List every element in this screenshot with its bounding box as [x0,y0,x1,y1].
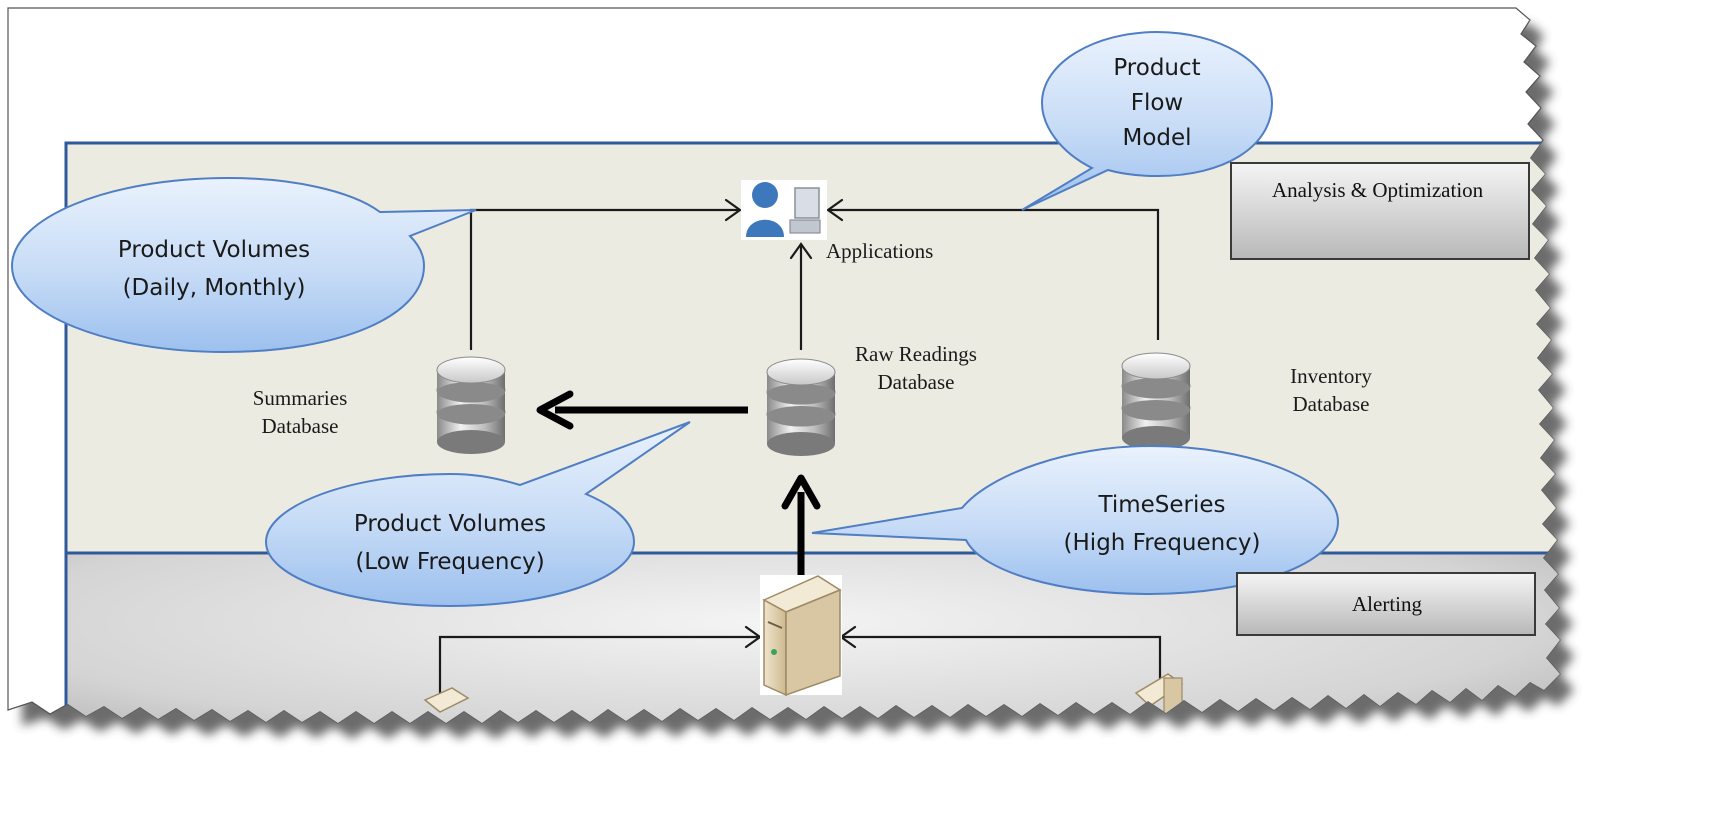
server-icon [760,575,842,697]
analysis-layer-text: Analysis & Optimization [1272,178,1484,202]
callout-volumes-daily: Product Volumes (Daily, Monthly) [117,237,311,301]
applications-label: Applications [826,239,934,263]
callout-product-flow: Product Flow Model [1113,55,1201,151]
thick-arrows [536,390,821,575]
callout-volumes-low: Product Volumes (Low Frequency) [353,511,547,575]
raw-db-label: Raw Readings Database [855,342,977,394]
callout-timeseries-shape [811,444,1340,596]
inventory-db-label: Inventory Database [1290,364,1372,416]
database-icon [766,358,836,456]
database-icon [1121,352,1191,450]
callout-volumes-low-shape [264,421,691,608]
callout-timeseries: TimeSeries (High Frequency) [1063,492,1261,556]
analysis-layer-label: Analysis & Optimization [1230,162,1530,260]
callout-product-flow-shape [1021,30,1274,211]
computer-icon [789,187,821,234]
alerting-layer-label: Alerting [1236,572,1536,636]
callout-volumes-daily-shape [10,176,477,354]
alerting-layer-text: Alerting [1352,591,1422,616]
connectors [438,208,1162,705]
server-icon [423,687,470,713]
database-icon [436,356,506,454]
summaries-db-label: Summaries Database [252,386,348,438]
